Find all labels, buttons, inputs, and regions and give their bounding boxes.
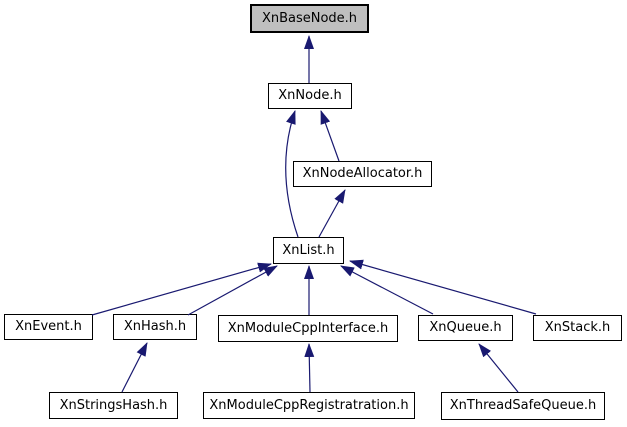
graph-node-XnNodeAllocator-h[interactable]: XnNodeAllocator.h <box>293 161 432 187</box>
graph-node-XnModuleCppRegistratration-h[interactable]: XnModuleCppRegistratration.h <box>203 392 415 419</box>
graph-node-XnEvent-h[interactable]: XnEvent.h <box>4 314 93 340</box>
graph-node-XnStringsHash-h[interactable]: XnStringsHash.h <box>49 392 178 419</box>
graph-node-XnList-h[interactable]: XnList.h <box>273 237 344 264</box>
graph-node-XnNode-h[interactable]: XnNode.h <box>268 83 352 109</box>
graph-node-XnThreadSafeQueue-h[interactable]: XnThreadSafeQueue.h <box>441 392 605 420</box>
graph-node-XnHash-h[interactable]: XnHash.h <box>113 314 197 340</box>
graph-node-XnStack-h[interactable]: XnStack.h <box>533 315 622 341</box>
graph-node-XnModuleCppInterface-h[interactable]: XnModuleCppInterface.h <box>218 315 398 342</box>
graph-node-XnQueue-h[interactable]: XnQueue.h <box>418 315 513 341</box>
graph-node-XnBaseNode-h[interactable]: XnBaseNode.h <box>250 4 369 33</box>
